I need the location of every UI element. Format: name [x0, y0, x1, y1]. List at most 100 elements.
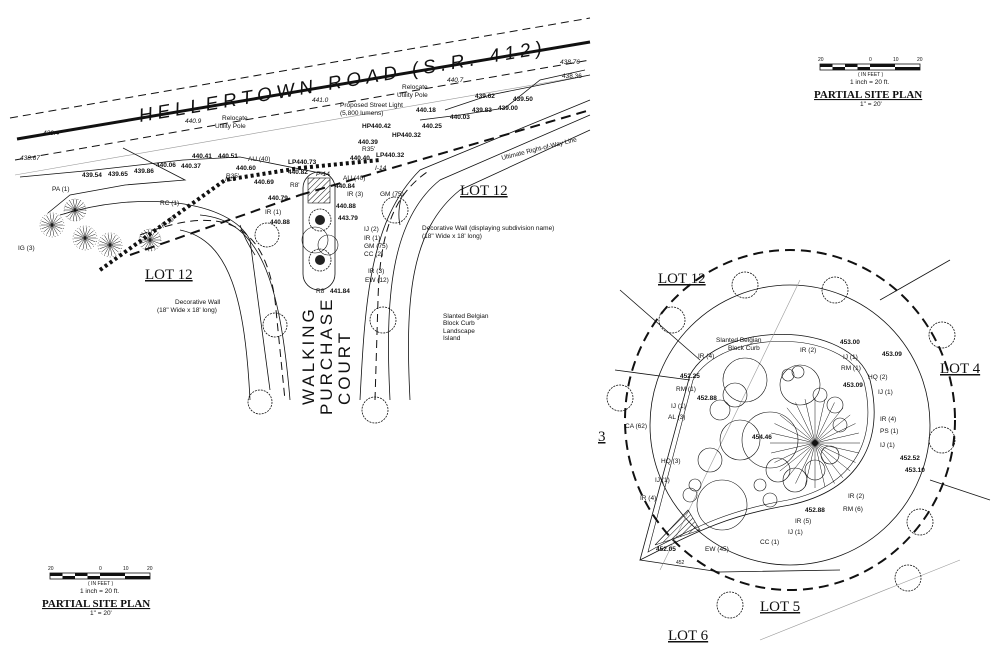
callout: Block Curb: [728, 345, 760, 352]
starburst-ray: [814, 442, 856, 463]
starburst-ray: [144, 230, 151, 241]
callout: Decorative Wall: [175, 299, 221, 306]
line-label: I-15: [225, 176, 237, 183]
elevation: HP440.32: [392, 132, 421, 139]
starburst-ray: [51, 224, 61, 233]
radius-label: R8': [316, 288, 326, 295]
starburst-ray: [69, 209, 76, 220]
starburst-ray: [51, 224, 58, 235]
starburst-ray: [814, 399, 826, 444]
street-name-2: PURCHASE: [317, 297, 336, 415]
elevation: 452.88: [805, 507, 825, 514]
elevation: 440.7: [447, 77, 464, 84]
starburst-ray: [104, 244, 111, 255]
starburst-ray: [74, 206, 86, 211]
plant-callout: IR (5): [795, 518, 811, 525]
starburst-ray: [82, 237, 86, 249]
left-elevations: 439.4 440.9 441.0 440.7 438.76 438.36 43…: [20, 59, 582, 295]
elevation: 439.50: [513, 96, 533, 103]
starburst-ray: [109, 244, 119, 253]
plant-callout: IJ (1): [878, 389, 893, 396]
street-name-1: WALKING: [299, 306, 318, 405]
starburst-ray: [147, 239, 151, 251]
starburst-ray: [84, 227, 88, 239]
plant-callout: RM (1): [676, 386, 696, 393]
elevation: 453.09: [843, 382, 863, 389]
callout: Island: [443, 335, 461, 342]
plant-callout: CA (62): [625, 423, 647, 430]
starburst-ray: [771, 442, 816, 454]
elevation: 454.46: [752, 434, 772, 441]
starburst-ray: [771, 432, 816, 444]
starburst-ray: [41, 224, 53, 229]
plant-callout: IR (4): [640, 495, 656, 502]
callout: Relocate: [402, 84, 428, 91]
scale-tick: 20: [147, 566, 153, 572]
starburst-ray: [109, 237, 119, 246]
starburst-ray: [814, 442, 826, 487]
starburst-ray: [99, 244, 111, 249]
starburst-ray: [144, 239, 151, 250]
starburst-ray: [72, 199, 76, 211]
plant-callout: IR (4): [880, 416, 896, 423]
starburst-ray: [74, 234, 86, 239]
starburst-ray: [76, 237, 86, 246]
starburst-ray: [779, 414, 816, 444]
plant-callout: RC (1): [160, 200, 179, 207]
elevation: 440.60: [236, 165, 256, 172]
starburst-ray: [149, 239, 156, 250]
elevation: 439.54: [82, 172, 102, 179]
starburst-ray: [46, 215, 53, 226]
starburst-ray: [774, 423, 816, 444]
plant-callout: IR (1): [364, 235, 380, 242]
starburst-ray: [99, 241, 111, 246]
starburst-ray: [74, 200, 81, 211]
starburst-ray: [74, 209, 78, 221]
callout: Landscape: [443, 328, 475, 335]
starburst-ray: [814, 402, 835, 444]
starburst-ray: [84, 237, 88, 249]
row-line-label: Ultimate Right-of-Way Line: [501, 136, 578, 162]
starburst-ray: [51, 215, 58, 226]
starburst-ray: [84, 228, 91, 239]
scale-tick: 20: [48, 566, 54, 572]
lot-label: LOT 12: [460, 183, 508, 199]
starburst-ray: [84, 237, 94, 246]
starburst-ray: [51, 217, 61, 226]
scale-bar-top: 20 0 10 20 ( IN FEET ) 1 inch = 20 ft. P…: [814, 57, 923, 108]
starburst-ray: [84, 234, 96, 239]
callout: Utility Pole: [215, 123, 246, 130]
elevation: 439.83: [472, 107, 492, 114]
starburst-ray: [149, 236, 161, 241]
starburst-ray: [43, 224, 53, 233]
road-edge-line: [16, 40, 591, 141]
scale-bar-bottom: 20 0 10 20 ( IN FEET ) 1 inch = 20 ft. P…: [42, 566, 153, 617]
starburst-ray: [101, 244, 111, 253]
elevation: 440.41: [192, 153, 212, 160]
starburst-ray: [82, 227, 86, 239]
plant-callout: GM (75): [380, 191, 404, 198]
plant-callout: RM (6): [843, 506, 863, 513]
elevation: 439.62: [475, 93, 495, 100]
elevation: 440.25: [422, 123, 442, 130]
starburst-ray: [66, 209, 76, 218]
scale-tick: 10: [893, 57, 899, 63]
radius-label: R35': [226, 173, 239, 180]
plant-callout: PS (1): [880, 428, 898, 435]
scale-tick: 20: [818, 57, 824, 63]
starburst-ray: [84, 230, 94, 239]
plan-subtitle: 1" = 20': [860, 101, 882, 108]
plant-callout: CC (1): [760, 539, 779, 546]
elevation: 438.76: [560, 59, 580, 66]
elevation: 452.52: [900, 455, 920, 462]
starburst-ray: [51, 224, 63, 229]
plant-callout: GM (75): [364, 243, 388, 250]
starburst-ray: [141, 232, 151, 241]
callout: Slanted Belgian: [716, 337, 762, 344]
starburst-ray: [49, 214, 53, 226]
starburst-ray: [84, 237, 91, 248]
cul-de-sac-row: [624, 249, 956, 591]
starburst-ray: [786, 407, 816, 444]
plant-callout: AU (40): [248, 156, 270, 163]
starburst-ray: [69, 200, 76, 211]
